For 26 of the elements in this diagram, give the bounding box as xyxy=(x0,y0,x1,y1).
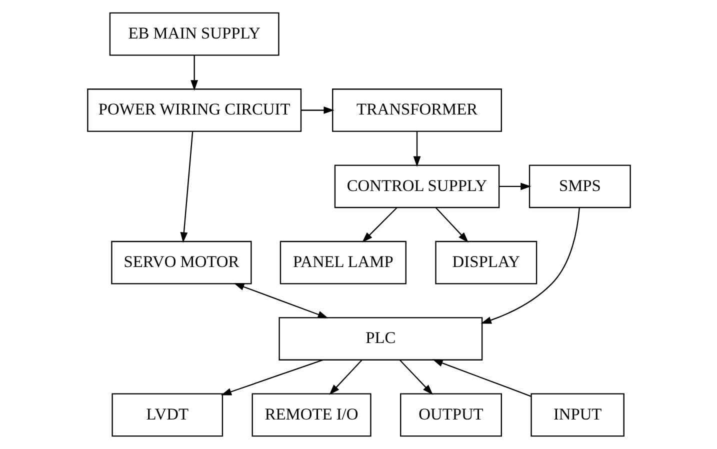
node-box: SERVO MOTOR xyxy=(110,240,252,284)
arrow xyxy=(220,359,323,396)
arrow xyxy=(434,207,468,243)
arrow xyxy=(190,55,198,91)
arrow xyxy=(498,182,531,190)
arrow xyxy=(398,360,433,395)
arrow xyxy=(233,283,328,318)
arrow xyxy=(432,359,531,397)
node-box: DISPLAY xyxy=(434,240,537,284)
arrow xyxy=(180,132,193,243)
node-box: REMOTE I/O xyxy=(251,393,371,437)
node-box: TRANSFORMER xyxy=(332,88,502,132)
node-box: POWER WIRING CIRCUIT xyxy=(86,88,302,132)
arrow xyxy=(300,106,334,114)
node-box: LVDT xyxy=(111,393,223,437)
node-box: PLC xyxy=(278,317,482,360)
node-box: CONTROL SUPPLY xyxy=(334,164,500,208)
arrow xyxy=(362,207,397,243)
arrow xyxy=(412,132,420,167)
arrow xyxy=(480,208,580,324)
arrow xyxy=(328,360,362,395)
node-box: OUTPUT xyxy=(400,393,502,437)
node-box: SMPS xyxy=(528,164,630,208)
node-box: PANEL LAMP xyxy=(279,240,406,284)
node-box: INPUT xyxy=(530,393,624,437)
node-box: EB MAIN SUPPLY xyxy=(108,12,279,56)
